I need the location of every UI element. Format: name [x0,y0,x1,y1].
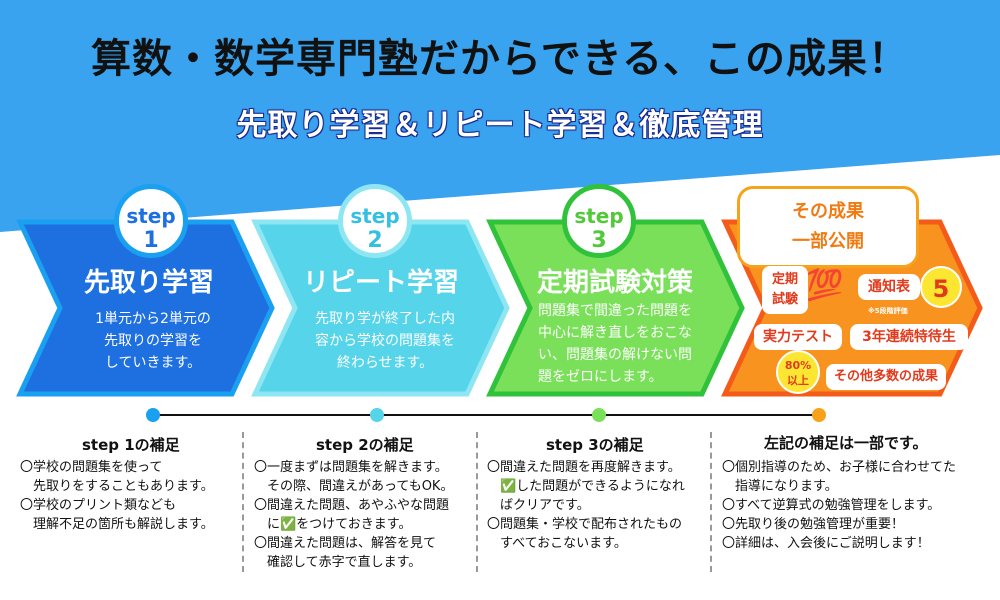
step3-desc-line: い、問題集の解けない問 [538,347,692,363]
note3-heading: step 3の補足 [546,436,644,454]
step2-circle: step 2 [338,184,412,258]
step1-title: 先取り学習 [83,268,214,298]
step3-description: 問題集で間違った問題を 中心に解き直しをおこな い、問題集の解けない問 題をゼロ… [538,300,708,388]
note3-text: 〇間違えた問題を再度解きます。 ✅した問題ができるようになれ ばクリアです。 〇… [487,460,685,551]
tsuchihyo-note: ※5段階評価 [868,307,908,315]
badge-teiki-line2: 試験 [771,292,798,307]
results-heading-box: その成果 一部公開 [737,186,919,268]
step1-description: 1単元から2単元の 先取りの学習を していきます。 [78,308,228,374]
step1-circle-label: step [126,204,176,228]
timeline-dot-step3 [592,408,606,422]
step2-desc-line: 容から学校の問題集を [315,333,455,349]
note2-heading: step 2の補足 [316,436,414,454]
column-separator [710,432,712,572]
step1-desc-line: 1単元から2単元の [95,311,211,327]
step3-desc-line: 中心に解き直しをおこな [538,325,692,341]
step3-desc-line: 問題集で間違った問題を [538,303,692,319]
step1-circle: step 1 [114,184,188,258]
note4-text: 〇個別指導のため、お子様に合わせてた 指導になります。 〇すべて逆算式の勉強管理… [722,460,957,551]
badge-jitsuryoku-test: 実力テスト [754,324,842,350]
step2-circle-number: 2 [367,228,383,253]
hundred-points-icon: 💯 [806,268,844,303]
step3-desc-line: 題をゼロにします。 [538,369,663,385]
step3-circle-label: step [574,204,624,228]
step2-desc-line: 先取り学が終了した内 [315,311,455,327]
note1-text: 〇学校の問題集を使って 先取りをすることもあります。 〇学校のプリント類なども … [20,460,214,532]
results-heading-line1: その成果 [792,201,864,222]
step3-title: 定期試験対策 [536,268,693,298]
page-subtitle: 先取り学習＆リピート学習＆徹底管理 [236,108,764,143]
column-separator [242,432,244,572]
step1-desc-line: 先取りの学習を [104,333,202,349]
percent-line2: 以上 [787,374,809,387]
page-title: 算数・数学専門塾だからできる、この成果！ [91,36,909,82]
timeline-line [152,414,820,416]
badge-tokutaisei: 3年連続特待生 [850,324,968,350]
step2-arrow [251,219,510,397]
step1-arrow [16,219,275,397]
badge-teiki-shiken: 定期 試験 [762,266,808,314]
step3-circle-number: 3 [591,228,607,253]
step3-circle: step 3 [562,184,636,258]
badge-teiki-line1: 定期 [771,272,798,287]
step2-title: リピート学習 [302,268,459,298]
badge-tsuchihyo: 通知表 [858,274,920,300]
column-separator [476,432,478,572]
note1-heading: step 1の補足 [82,436,180,454]
step1-desc-line: していきます。 [104,355,202,371]
percent-badge: 80% 以上 [776,350,820,394]
step1-circle-number: 1 [143,228,159,253]
step2-circle-label: step [350,204,400,228]
timeline-dot-step2 [370,408,384,422]
results-heading-line2: 一部公開 [792,231,864,252]
percent-line1: 80% [784,359,812,372]
badge-other-results: その他多数の成果 [826,364,946,390]
timeline-dot-result [812,408,826,422]
note4-heading: 左記の補足は一部です。 [764,434,928,452]
step3-arrow [486,219,745,397]
tsuchihyo-score: 5 [920,266,962,308]
step2-description: 先取り学が終了した内 容から学校の問題集を 終わらせます。 [300,308,470,374]
note2-text: 〇一度まずは問題集を解きます。 その際、間違えがあってもOK。 〇間違えた問題、… [254,460,454,570]
timeline-dot-step1 [146,408,160,422]
step2-desc-line: 終わらせます。 [336,355,434,371]
